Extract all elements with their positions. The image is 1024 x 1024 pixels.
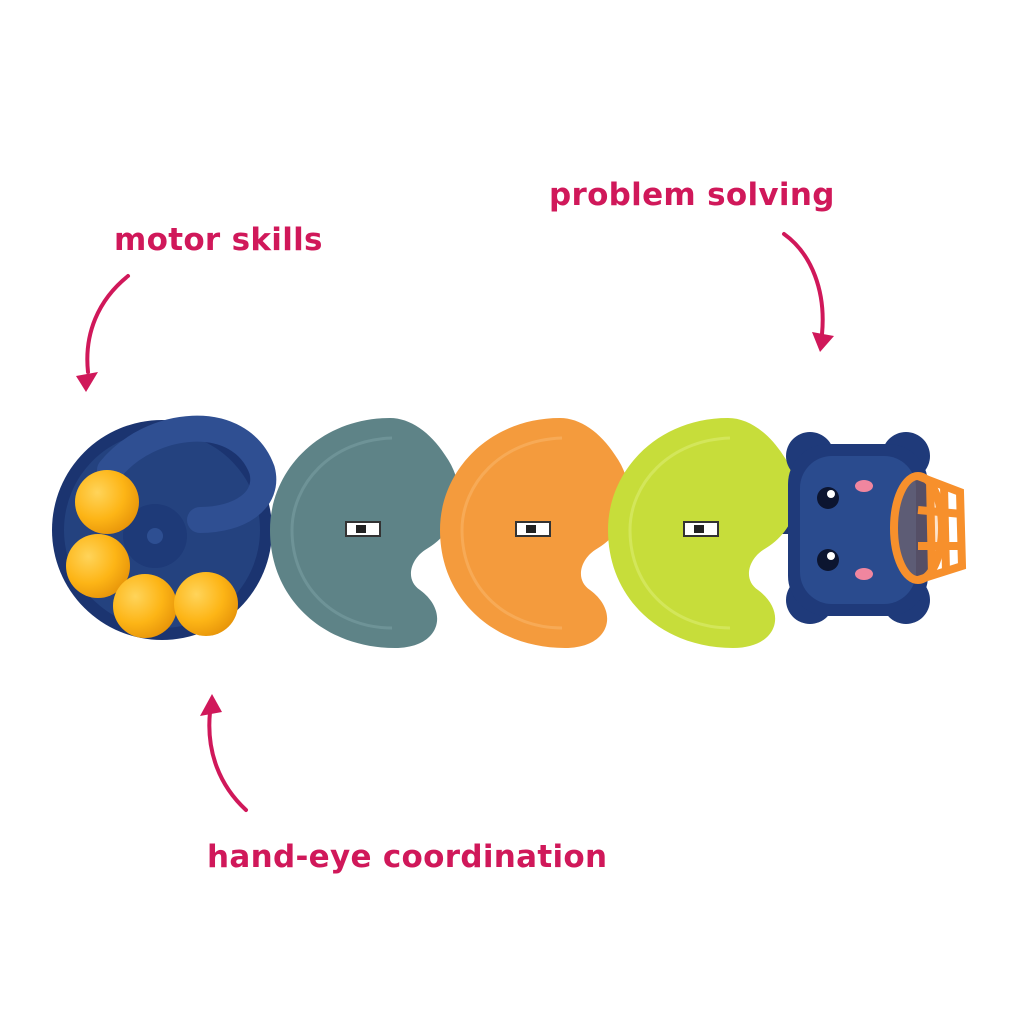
ball	[66, 534, 130, 598]
hand-eye-coordination-label: hand-eye coordination	[207, 839, 608, 875]
arrow-head-motor-skills	[76, 372, 98, 392]
arrow-motor-skills	[85, 274, 130, 374]
arrow-head-problem-solving	[812, 332, 834, 352]
ball	[174, 572, 238, 636]
orange-curve-piece	[440, 418, 629, 648]
balls	[66, 470, 238, 638]
problem-solving-label: problem solving	[549, 177, 835, 213]
ball	[75, 470, 139, 534]
bear-basket-piece	[786, 432, 967, 624]
slate-curve-piece	[270, 418, 459, 648]
arrow-head-hand-eye	[200, 694, 222, 716]
ball	[113, 574, 177, 638]
motor-skills-label: motor skills	[114, 222, 323, 258]
arrow-problem-solving	[782, 232, 825, 336]
lime-curve-piece	[608, 418, 797, 648]
arrow-hand-eye	[207, 710, 248, 812]
bear-eye	[817, 549, 839, 571]
bear-eye	[817, 487, 839, 509]
basket	[890, 472, 967, 584]
